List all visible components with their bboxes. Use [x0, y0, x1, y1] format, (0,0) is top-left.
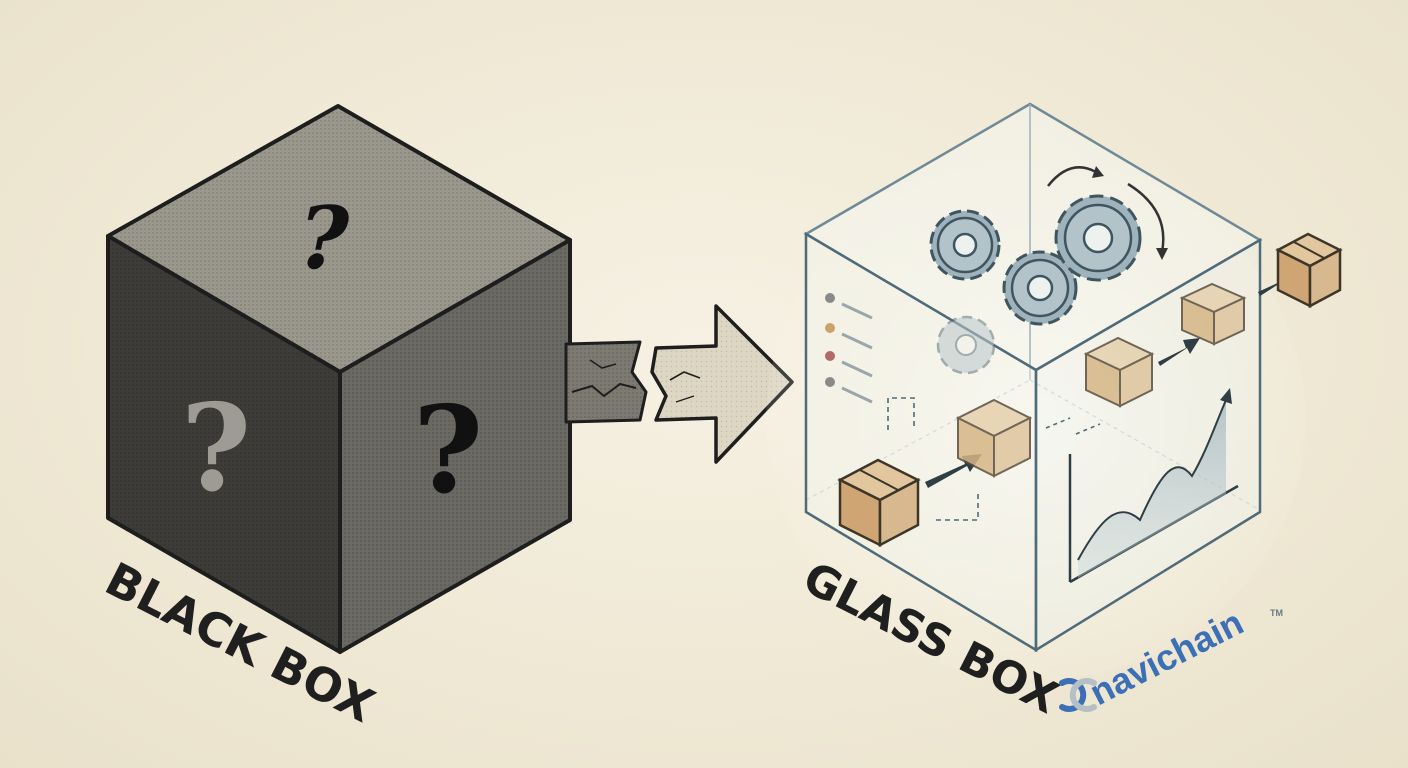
brand-trademark: TM: [1270, 608, 1283, 618]
chain-link-logo-icon: [1059, 678, 1097, 712]
parcel-box-icon: [1179, 282, 1247, 346]
parcel-box-icon: [955, 398, 1033, 478]
question-mark-icon-left: ?: [181, 378, 251, 519]
arrow-icon: [564, 304, 794, 464]
question-mark-icon-right: ?: [413, 380, 483, 521]
rotation-arrow-icon: [1127, 182, 1165, 253]
dashboard-list: [825, 293, 873, 404]
gear-icon: [936, 315, 996, 375]
flow-arrow-icon: [1158, 338, 1200, 366]
rotation-arrow-icon: [1047, 166, 1097, 187]
parcel-box-icon: [1083, 336, 1155, 408]
parcel-box-icon: [837, 458, 921, 548]
gear-icon: [929, 209, 1001, 281]
line-chart-icon: [1068, 388, 1239, 584]
gear-icon: [1002, 250, 1078, 326]
parcel-box-icon: [1275, 232, 1343, 309]
black-box: ? ? ? BLACK BOX: [97, 104, 572, 733]
gear-icon: [1054, 194, 1142, 282]
